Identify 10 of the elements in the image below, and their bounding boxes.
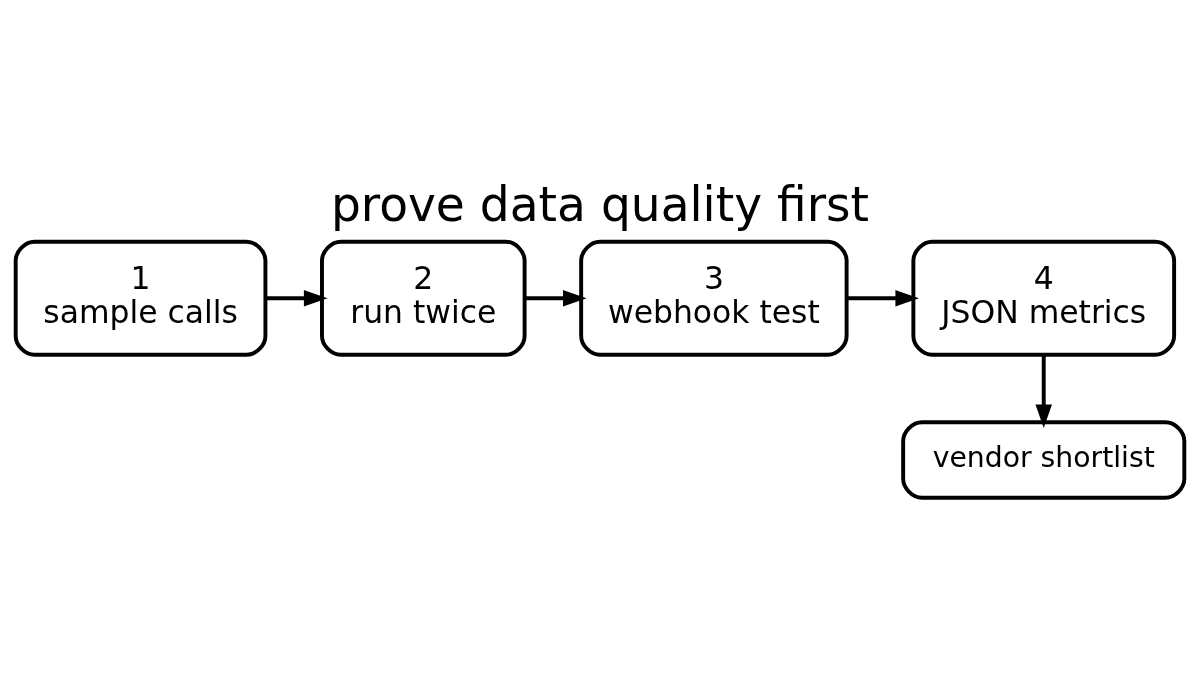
- node-box: 2 run twice: [320, 239, 527, 357]
- node-box: 1 sample calls: [13, 239, 268, 357]
- arrow: [525, 289, 587, 307]
- arrow: [265, 289, 328, 307]
- arrow: [1035, 354, 1052, 429]
- node-box: 4 JSON metrics: [911, 239, 1177, 357]
- node-box: 3 webhook test: [579, 239, 849, 357]
- arrow: [846, 289, 920, 307]
- diagram-title: prove data quality first: [330, 177, 870, 233]
- node-box: vendor shortlist: [901, 420, 1187, 500]
